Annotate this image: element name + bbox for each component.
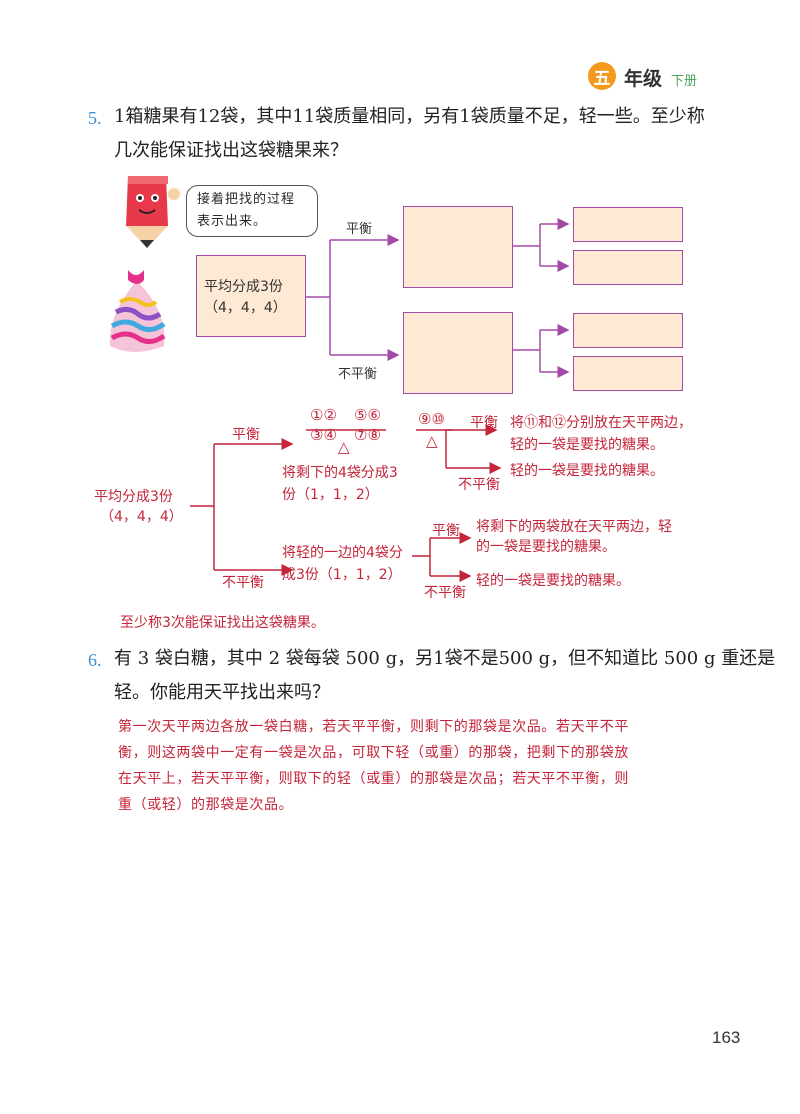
solution-tree-lines: [190, 424, 502, 582]
mid-bot-line1: 将轻的一边的4袋分: [282, 545, 403, 561]
sub2-balance-label: 平衡: [432, 523, 460, 539]
split-box-line1: 平均分成3份: [204, 279, 283, 295]
label-balance: 平衡: [346, 222, 373, 237]
grade-badge: 五: [588, 62, 616, 90]
question-6-line1: 有 3 袋白糖，其中 2 袋每袋 500 g，另1袋不是500 g，但不知道比 …: [114, 648, 776, 669]
scale1-left-top: ①②: [310, 406, 337, 424]
top-balance-label: 平衡: [232, 427, 260, 443]
blank-box-small-2: [573, 250, 683, 285]
result1-line2: 轻的一袋是要找的糖果。: [510, 437, 664, 453]
root-line2: （4，4，4）: [100, 509, 183, 525]
question-5-number: 5.: [88, 108, 102, 128]
page-number: 163: [712, 1028, 741, 1047]
volume-label: 下册: [671, 74, 698, 89]
diagram-connectors: [305, 218, 570, 378]
question-5-line2: 几次能保证找出这袋糖果来？: [114, 140, 348, 161]
split-box: [196, 255, 306, 337]
scale2-fulcrum: △: [426, 432, 438, 450]
root-line1: 平均分成3份: [94, 489, 173, 505]
grade-label: 年级: [624, 68, 663, 90]
sub-balance-label: 平衡: [470, 415, 498, 431]
candy-bag-icon: [109, 270, 166, 352]
blank-box-balance: [403, 206, 513, 288]
blank-box-small-3: [573, 313, 683, 348]
scale2-items: ⑨⑩: [418, 410, 445, 428]
label-unbalance: 不平衡: [338, 367, 378, 382]
answer-line4: 重（或轻）的那袋是次品。: [118, 797, 294, 813]
question-5-line1: 1箱糖果有12袋，其中11袋质量相同，另有1袋质量不足，轻一些。至少称: [114, 106, 705, 127]
bottom-unbalance-label: 不平衡: [222, 575, 264, 591]
result1-line1: 将⑪和⑫分别放在天平两边，: [510, 415, 692, 431]
answer-line2: 衡，则这两袋中一定有一袋是次品，可取下轻（或重）的那袋，把剩下的那袋放: [118, 745, 629, 761]
result2: 轻的一袋是要找的糖果。: [510, 463, 664, 479]
result4: 轻的一袋是要找的糖果。: [476, 573, 630, 589]
scale1-right-top: ⑤⑥: [354, 406, 381, 424]
question-6-number: 6.: [88, 650, 102, 670]
scale1-left-bottom: ③④: [310, 426, 337, 444]
result3-line2: 的一袋是要找的糖果。: [476, 539, 616, 555]
scale1-fulcrum: △: [338, 438, 350, 456]
blank-box-small-1: [573, 207, 683, 242]
mid-top-line1: 将剩下的4袋分成3: [282, 465, 398, 481]
answer-line3: 在天平上，若天平平衡，则取下的轻（或重）的那袋是次品；若天平不平衡，则: [118, 771, 629, 787]
conclusion: 至少称3次能保证找出这袋糖果。: [120, 615, 325, 631]
blank-box-unbalance: [403, 312, 513, 394]
pencil-mascot-icon: [126, 176, 180, 248]
split-box-line2: （4，4，4）: [204, 300, 287, 316]
scale1-right-bottom: ⑦⑧: [354, 426, 381, 444]
blank-box-small-4: [573, 356, 683, 391]
answer-line1: 第一次天平两边各放一袋白糖，若天平平衡，则剩下的那袋是次品。若天平不平: [118, 719, 629, 735]
mid-bot-line2: 成3份（1，1，2）: [282, 567, 402, 583]
sub2-unbalance-label: 不平衡: [424, 585, 466, 601]
sub-unbalance-label: 不平衡: [458, 477, 500, 493]
speech-bubble: 接着把找的过程表示出来。: [186, 185, 318, 237]
question-6-line2: 轻。你能用天平找出来吗？: [114, 682, 330, 703]
mid-top-line2: 份（1，1，2）: [282, 487, 379, 503]
result3-line1: 将剩下的两袋放在天平两边，轻: [476, 519, 672, 535]
